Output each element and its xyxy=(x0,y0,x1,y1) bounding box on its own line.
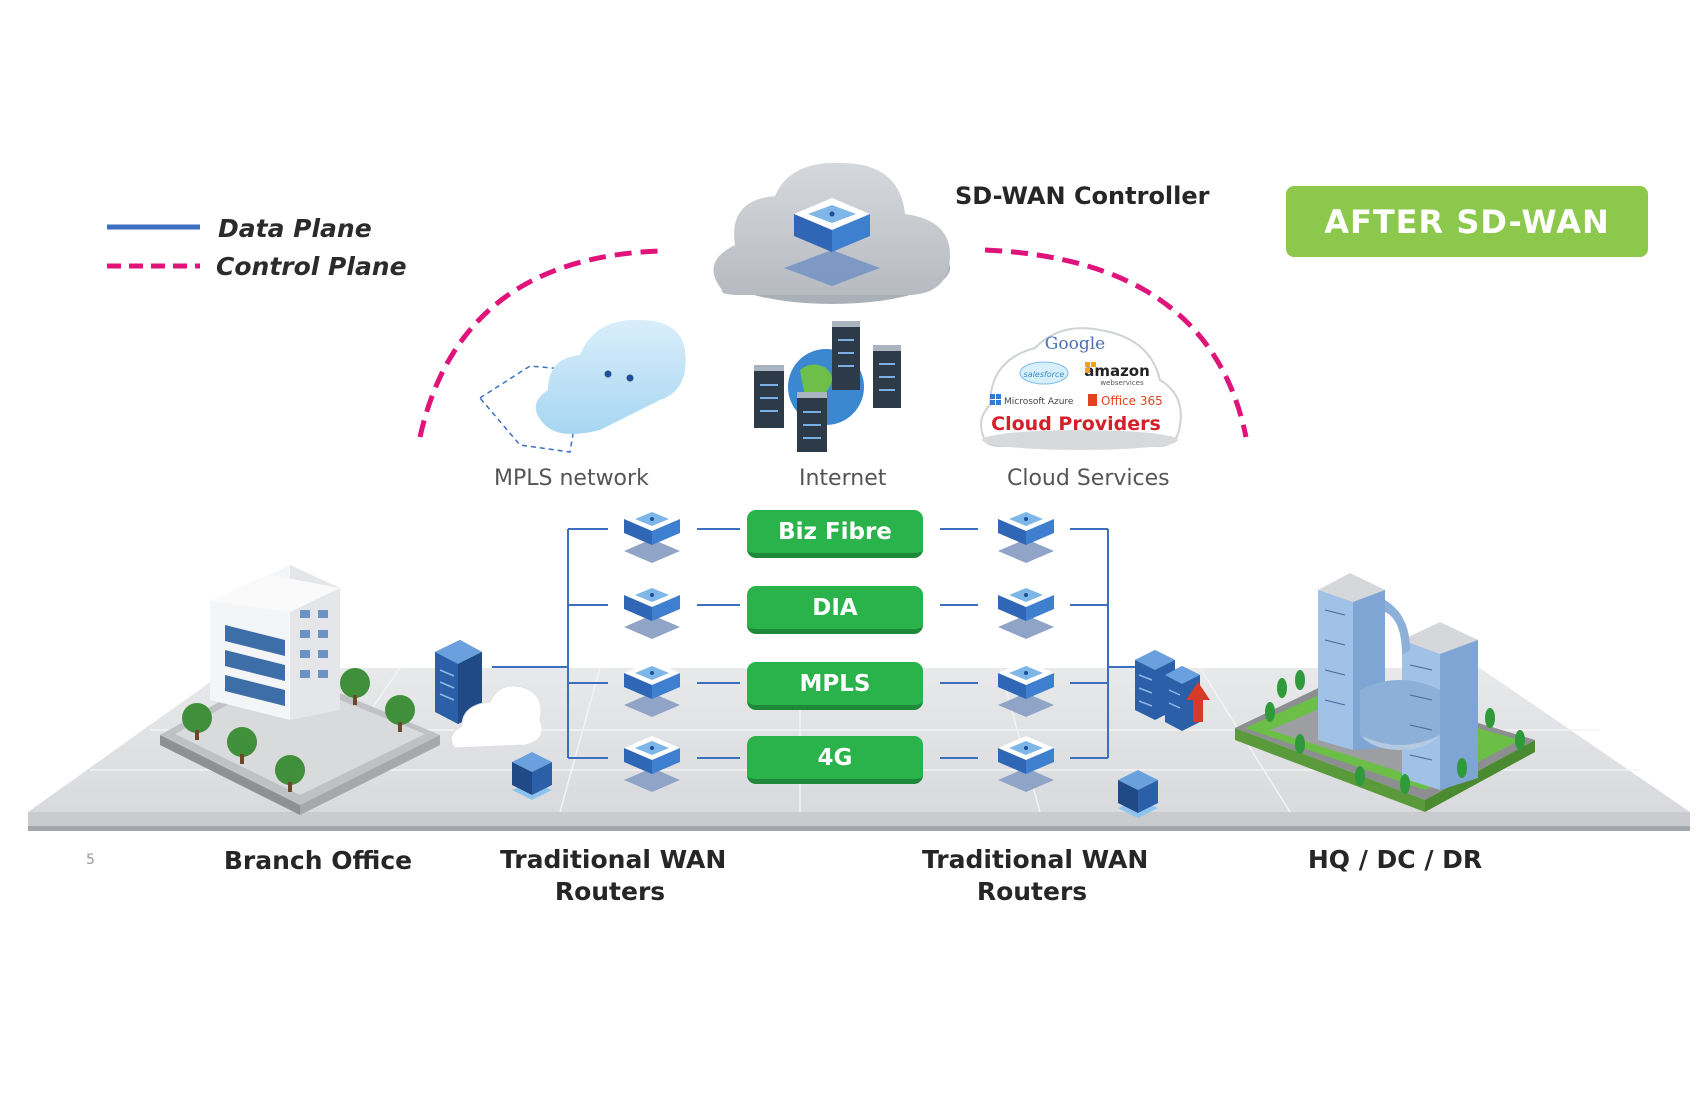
router-icon-left-2 xyxy=(624,583,680,639)
branch-server-icon xyxy=(435,640,543,749)
router-icon-right-4 xyxy=(998,736,1054,792)
wan-routers-right-label-line1: Traditional WAN xyxy=(922,845,1149,874)
router-icon-left-1 xyxy=(624,507,680,563)
amazon-logo-text: amazon xyxy=(1084,362,1150,380)
control-plane-links xyxy=(417,247,1249,438)
link-dia: DIA xyxy=(747,586,923,634)
router-icon-left-4 xyxy=(624,736,680,792)
office-logo-text: Office 365 xyxy=(1101,394,1163,408)
microsoft-logo-icon xyxy=(990,394,1001,405)
edge-device-right-icon xyxy=(1118,770,1158,818)
after-sd-wan-banner: AFTER SD-WAN xyxy=(1286,186,1648,257)
data-plane-links xyxy=(492,528,1138,759)
amazon-sub-text: webservices xyxy=(1100,379,1144,387)
google-logo-text: Google xyxy=(1045,334,1105,354)
azure-logo-text: Microsoft Azure xyxy=(1004,397,1074,407)
internet-icon xyxy=(754,321,901,452)
upload-arrow-icon xyxy=(1186,682,1210,722)
branch-office-label: Branch Office xyxy=(223,846,413,875)
legend-control-plane-label: Control Plane xyxy=(216,252,407,281)
internet-label: Internet xyxy=(799,466,887,491)
controller-cloud-icon xyxy=(713,162,950,304)
mpls-network-label: MPLS network xyxy=(494,466,649,491)
cloud-services-label: Cloud Services xyxy=(1007,466,1170,491)
wan-routers-left-label-line1: Traditional WAN xyxy=(500,845,727,874)
router-icon-left-3 xyxy=(624,661,680,717)
hq-server-cluster-icon xyxy=(1135,650,1210,731)
hq-building-icon xyxy=(1235,573,1535,812)
cloud-providers-title: Cloud Providers xyxy=(991,413,1161,435)
cloud-providers-badge: Google salesforce amazon webservices Mic… xyxy=(980,327,1182,450)
wan-routers-right-label-line2: Routers xyxy=(976,877,1088,906)
page-number: 5 xyxy=(86,852,95,868)
wan-routers-left-label-line2: Routers xyxy=(554,877,666,906)
router-group xyxy=(624,507,1054,792)
link-4g: 4G xyxy=(747,736,923,784)
salesforce-logo-text: salesforce xyxy=(1024,370,1065,379)
hq-dc-dr-label: HQ / DC / DR xyxy=(1307,845,1483,874)
mpls-cloud-icon xyxy=(478,319,686,453)
legend-data-plane-label: Data Plane xyxy=(218,214,372,243)
router-icon-right-2 xyxy=(998,583,1054,639)
router-icon-right-1 xyxy=(998,507,1054,563)
controller-title: SD-WAN Controller xyxy=(955,182,1210,210)
branch-office-building-icon xyxy=(160,565,440,815)
edge-device-left-icon xyxy=(512,752,552,800)
link-biz-fibre: Biz Fibre xyxy=(747,510,923,558)
office-logo-icon xyxy=(1088,394,1097,406)
link-mpls: MPLS xyxy=(747,662,923,710)
legend-swatches xyxy=(107,224,200,269)
router-icon-right-3 xyxy=(998,661,1054,717)
